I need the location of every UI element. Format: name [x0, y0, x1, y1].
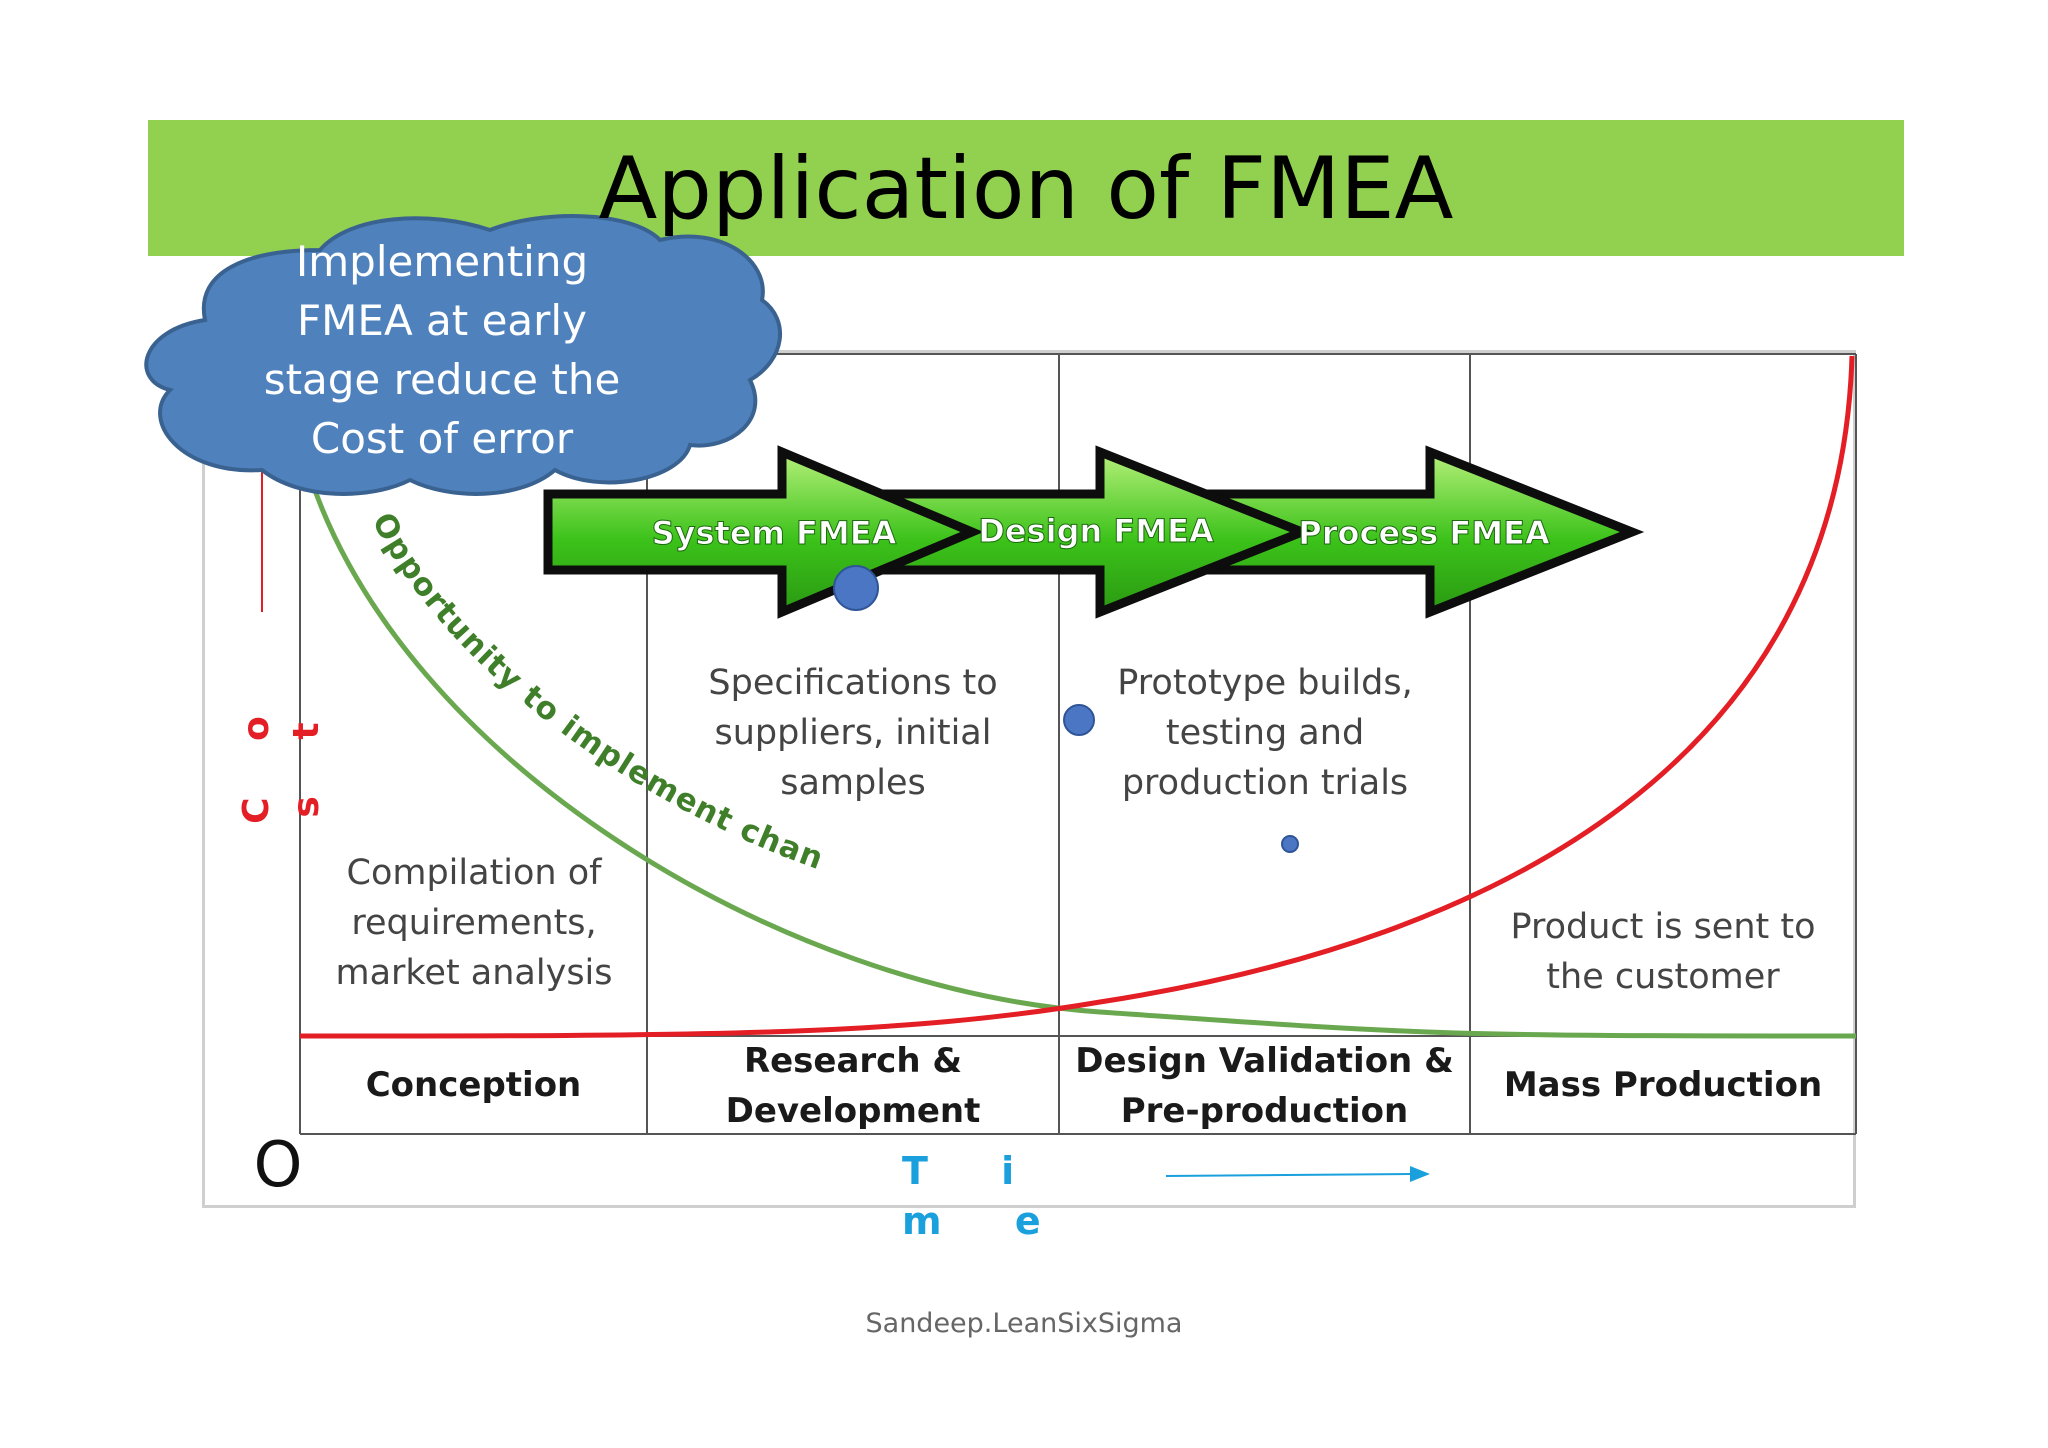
- fmea-arrows: System FMEA Design FMEA Process FMEA: [543, 445, 1645, 619]
- slide-title: Application of FMEA: [598, 139, 1454, 239]
- arrow-label-process-fmea: Process FMEA: [1298, 514, 1550, 552]
- cost-axis-label: C o s t: [236, 694, 327, 824]
- phase-description-research: Specifications to suppliers, initial sam…: [708, 663, 998, 803]
- arrow-label-system-fmea: System FMEA: [652, 514, 897, 552]
- phase-label-design-validation: Design Validation & Pre-production: [1075, 1041, 1454, 1131]
- slide-footer: Sandeep.LeanSixSigma: [865, 1308, 1183, 1339]
- arrow-process-fmea: [1195, 445, 1645, 619]
- blue-dot-large: [833, 565, 879, 611]
- callout-line: Cost of error: [310, 414, 574, 463]
- arrow-label-design-fmea: Design FMEA: [978, 512, 1214, 550]
- callout-cloud: [144, 214, 783, 496]
- callout-text: Implementing FMEA at early stage reduce …: [232, 232, 652, 468]
- cost-curve: [299, 355, 1855, 1039]
- arrow-design-fmea: [877, 445, 1315, 619]
- diagram-frame: [202, 350, 1856, 1208]
- phase-description-design-validation: Prototype builds, testing and production…: [1117, 663, 1413, 803]
- callout-line: Implementing: [295, 237, 589, 286]
- axis-origin-label: O: [253, 1128, 303, 1201]
- phase-label-mass-production: Mass Production: [1503, 1065, 1823, 1105]
- callout-line: stage reduce the: [263, 355, 621, 404]
- blue-dot-medium: [1063, 704, 1095, 736]
- phase-label-conception: Conception: [365, 1065, 582, 1105]
- phase-description-conception: Compilation of requirements, market anal…: [335, 853, 613, 993]
- time-axis-arrow: [1165, 1166, 1430, 1182]
- blue-dot-small: [1281, 835, 1299, 853]
- phase-label-research: Research & Development: [725, 1041, 981, 1131]
- phase-description-mass-production: Product is sent to the customer: [1510, 907, 1816, 997]
- time-axis-label: T i m e: [902, 1149, 1071, 1243]
- callout-line: FMEA at early: [297, 296, 587, 345]
